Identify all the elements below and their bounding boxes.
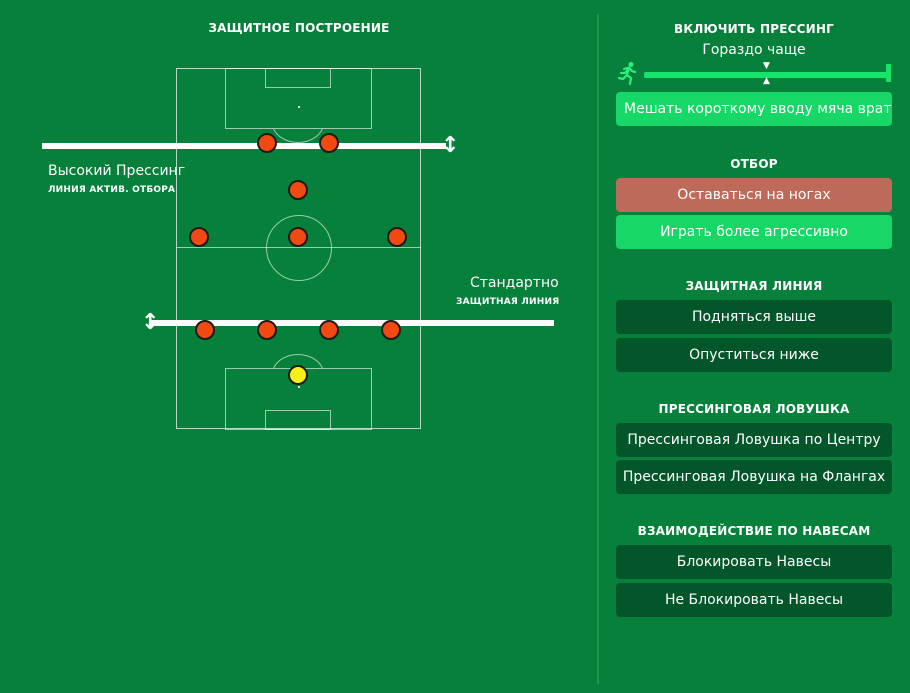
- pressing-slider-marker-top-icon[interactable]: ▼: [763, 61, 770, 71]
- defensive-shape-title: ЗАЩИТНОЕ ПОСТРОЕНИЕ: [208, 21, 390, 35]
- pressing-slider-marker-bottom-icon[interactable]: ▲: [763, 76, 770, 86]
- step-up-more-button[interactable]: Подняться выше: [616, 300, 892, 334]
- bottom-goal-area: [265, 410, 331, 430]
- player-marker-right-mid[interactable]: [387, 227, 407, 247]
- pressing-heading: ВКЛЮЧИТЬ ПРЕССИНГ: [673, 22, 835, 36]
- player-marker-left-mid[interactable]: [189, 227, 209, 247]
- center-circle: [266, 215, 332, 281]
- crossing-heading: ВЗАИМОДЕЙСТВИЕ ПО НАВЕСАМ: [637, 524, 871, 538]
- running-player-icon: [617, 61, 639, 86]
- defensive-line-sublabel: ЗАЩИТНАЯ ЛИНИЯ: [456, 297, 560, 307]
- player-marker-forward-left[interactable]: [257, 133, 277, 153]
- player-marker-center-mid[interactable]: [288, 227, 308, 247]
- player-marker-right-back[interactable]: [381, 320, 401, 340]
- defensive-line-drag-handle-icon[interactable]: ↕: [141, 310, 160, 335]
- trap-inside-button[interactable]: Прессинговая Ловушка по Центру: [616, 423, 892, 457]
- player-marker-goalkeeper[interactable]: [288, 365, 308, 385]
- panel-divider: [597, 14, 599, 684]
- tackling-heading: ОТБОР: [730, 157, 778, 171]
- engagement-line-sublabel: ЛИНИЯ АКТИВ. ОТБОРА: [48, 185, 176, 195]
- player-marker-left-back[interactable]: [195, 320, 215, 340]
- player-marker-forward-right[interactable]: [319, 133, 339, 153]
- pressing-value: Гораздо чаще: [702, 42, 806, 58]
- pressing-slider-track[interactable]: [644, 72, 889, 78]
- defensive-line-heading: ЗАЩИТНАЯ ЛИНИЯ: [685, 279, 823, 293]
- engagement-line-label: Высокий Прессинг: [48, 163, 186, 179]
- stay-on-feet-button[interactable]: Оставаться на ногах: [616, 178, 892, 212]
- engagement-line-drag-handle-icon[interactable]: ↕: [441, 133, 460, 158]
- bottom-penalty-spot: [298, 386, 300, 388]
- defensive-line-label: Стандартно: [470, 275, 559, 291]
- player-marker-center-back-right[interactable]: [319, 320, 339, 340]
- defensive-line-bar[interactable]: [150, 320, 554, 326]
- prevent-short-gk-distribution-button[interactable]: Мешать короткому вводу мяча врат...: [616, 92, 892, 126]
- pressing-slider-end-cap: [886, 64, 891, 82]
- trap-outside-button[interactable]: Прессинговая Ловушка на Флангах: [616, 460, 892, 494]
- player-marker-attacking-mid[interactable]: [288, 180, 308, 200]
- player-marker-center-back-left[interactable]: [257, 320, 277, 340]
- top-penalty-spot: [298, 106, 300, 108]
- get-stuck-in-button[interactable]: Играть более агрессивно: [616, 215, 892, 249]
- pressing-trap-heading: ПРЕССИНГОВАЯ ЛОВУШКА: [658, 402, 850, 416]
- stop-crosses-button[interactable]: Блокировать Навесы: [616, 545, 892, 579]
- engagement-line-bar[interactable]: [42, 143, 446, 149]
- invite-crosses-button[interactable]: Не Блокировать Навесы: [616, 583, 892, 617]
- drop-off-more-button[interactable]: Опуститься ниже: [616, 338, 892, 372]
- top-goal-area: [265, 68, 331, 88]
- pitch: [176, 68, 421, 430]
